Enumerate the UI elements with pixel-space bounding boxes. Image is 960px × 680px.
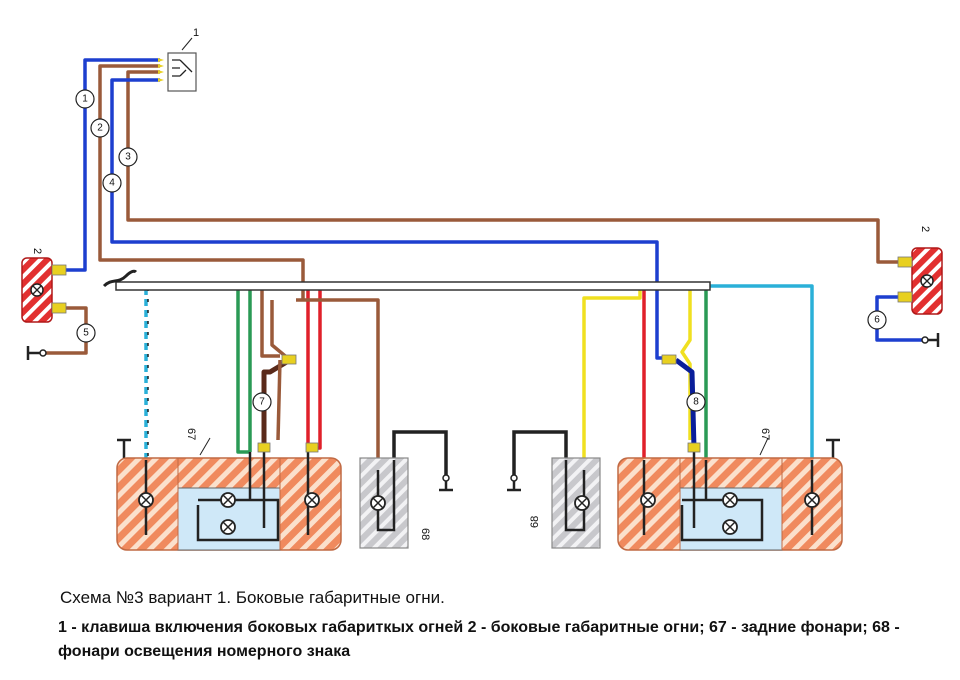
plate-lamp-left-body [359, 457, 409, 549]
wire-marker-3: 3 [118, 147, 138, 167]
wire-marker-8: 8 [686, 392, 706, 412]
wire-marker-1: 1 [75, 89, 95, 109]
wire-brown-left-c [276, 359, 282, 441]
switch-contacts [172, 59, 193, 77]
wire-brown-left-a [260, 288, 280, 358]
svg-text:4: 4 [109, 178, 115, 189]
svg-text:8: 8 [693, 397, 699, 408]
rear-lamp-left: 67 [116, 428, 342, 551]
plate-lamp-right: 68 [529, 457, 601, 549]
plate-lamp-left: 68 [359, 457, 431, 549]
wire-3-brown [126, 70, 898, 264]
svg-text:5: 5 [83, 328, 89, 339]
ground-wires [392, 430, 568, 478]
harness-bar [115, 281, 711, 291]
wire-1-blue [66, 58, 160, 272]
wire-brown-plate-left [296, 298, 380, 470]
wire-marker-6: 6 [867, 310, 887, 330]
wire-red-left-b [312, 288, 322, 450]
side-light-left-label: 2 [31, 248, 43, 254]
wire-dark-blue-8 [674, 358, 697, 449]
harness [102, 269, 711, 291]
caption-legend: 1 - клавиша включения боковых габариткых… [58, 619, 900, 660]
plate-lamp-left-label: 68 [419, 528, 431, 540]
switch-label: 1 [193, 27, 199, 39]
svg-text:6: 6 [874, 315, 880, 326]
svg-text:2: 2 [97, 123, 103, 134]
rear-lamp-right-label: 67 [759, 428, 771, 440]
wire-light-blue-right [708, 284, 814, 460]
caption-title: Схема №3 вариант 1. Боковые габаритные о… [60, 588, 445, 607]
wire-yellow-plate-right [582, 290, 642, 470]
wire-4-blue [110, 78, 668, 360]
wire-2-brown [98, 64, 305, 300]
wire-marker-5: 5 [76, 323, 96, 343]
wire-green-left-a [236, 288, 250, 454]
svg-text:1: 1 [82, 94, 88, 105]
ground-plate-right [512, 430, 568, 478]
switch-1: 1 [158, 27, 199, 92]
harness-end-mark [102, 269, 138, 288]
svg-text:3: 3 [125, 152, 131, 163]
ground-plate-left [392, 430, 448, 478]
rear-lamp-right: 67 [617, 428, 843, 551]
caption: Схема №3 вариант 1. Боковые габаритные о… [58, 588, 948, 664]
wires [42, 58, 924, 470]
connectors [257, 354, 701, 453]
wire-markers: 1 2 3 4 5 6 7 8 [75, 89, 887, 412]
side-light-left: 2 [21, 248, 67, 323]
rear-lamp-left-label: 67 [185, 428, 197, 440]
side-light-right-label: 2 [919, 226, 931, 232]
side-light-right: 2 [897, 226, 943, 315]
ground-terminals [26, 333, 940, 492]
wire-marker-4: 4 [102, 173, 122, 193]
wire-marker-7: 7 [252, 392, 272, 412]
wiring-diagram: 1 2 2 [21, 27, 943, 551]
wire-brown-left-b [270, 300, 292, 362]
plate-lamp-right-label: 68 [529, 516, 541, 528]
wire-marker-2: 2 [90, 118, 110, 138]
svg-text:7: 7 [259, 397, 265, 408]
